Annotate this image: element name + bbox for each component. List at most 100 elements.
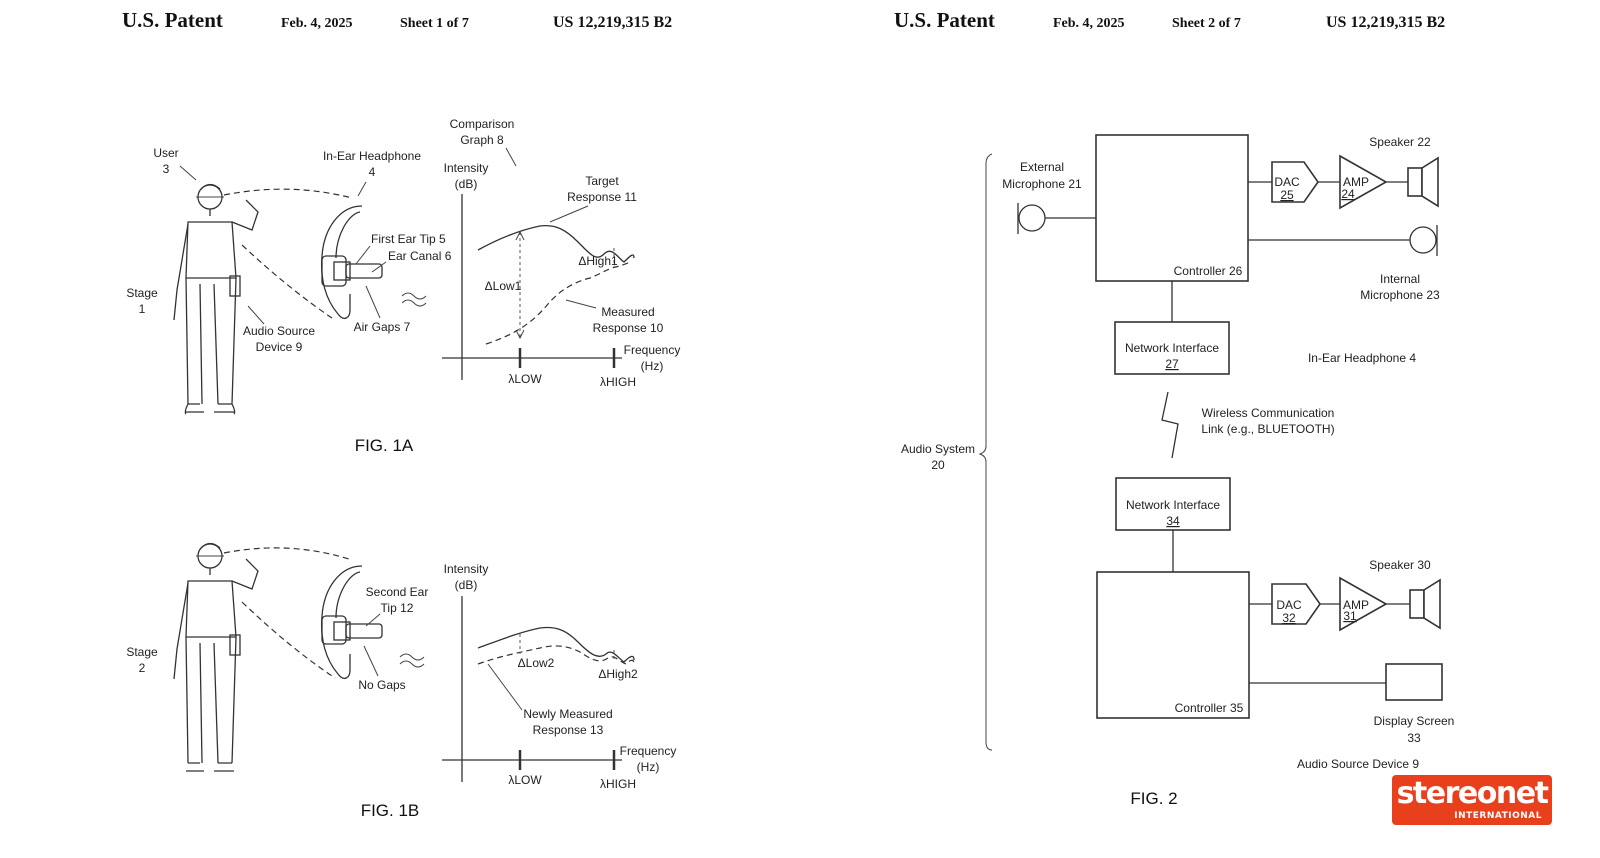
speaker-22-label: Speaker 22: [1369, 135, 1431, 149]
target-label: Target: [585, 174, 619, 188]
newly-measured-number: Response 13: [533, 723, 604, 737]
network-34-label: Network Interface: [1126, 498, 1220, 512]
lambda-low-label: λLOW: [508, 773, 542, 787]
audio-source-label: Audio Source: [243, 324, 315, 338]
controller-26-label: Controller 26: [1174, 264, 1243, 278]
delta-high-label: ΔHigh1: [578, 254, 618, 268]
no-gaps-label: No Gaps: [358, 678, 405, 692]
headphone-number: 4: [369, 165, 376, 179]
lambda-low-label: λLOW: [508, 372, 542, 386]
figure-caption: FIG. 1A: [355, 436, 414, 455]
user-number: 3: [163, 162, 170, 176]
dac-32-number: 32: [1282, 611, 1296, 625]
y-axis-unit: (dB): [455, 578, 478, 592]
y-axis-label: Intensity: [444, 161, 489, 175]
x-axis-unit: (Hz): [637, 760, 660, 774]
target-response-curve: [477, 224, 635, 263]
newly-measured-response-curve: [477, 645, 635, 665]
sheet-number: Sheet 1 of 7: [400, 16, 469, 31]
network-27-label: Network Interface: [1125, 341, 1219, 355]
patent-date: Feb. 4, 2025: [1053, 16, 1125, 31]
ear-canal-label: Ear Canal 6: [388, 249, 452, 263]
figure-1b: Stage 2 Second Ear Tip 12 No Gaps Intens…: [126, 542, 676, 820]
network-34-number: 34: [1166, 514, 1180, 528]
comparison-graph-1a: Intensity (dB) ΔLow1 ΔHigh1 Target Respo…: [442, 161, 680, 389]
sheet1-header: U.S. Patent Feb. 4, 2025 Sheet 1 of 7 US…: [122, 8, 672, 32]
amp-24-block: [1339, 154, 1388, 210]
audio-system-bracket: [978, 153, 993, 751]
y-axis-label: Intensity: [444, 562, 489, 576]
dac-25-number: 25: [1280, 188, 1294, 202]
amp-31-block: [1339, 576, 1388, 632]
stage-label: Stage: [126, 286, 158, 300]
measured-response-curve: [485, 261, 631, 345]
sheet-number: Sheet 2 of 7: [1172, 16, 1241, 31]
stage-number: 1: [139, 302, 146, 316]
source-device-label: Audio Source Device 9: [1297, 757, 1419, 771]
air-gaps-label: Air Gaps 7: [354, 320, 411, 334]
dac-25-label: DAC: [1274, 175, 1300, 189]
lambda-high-label: λHIGH: [600, 375, 636, 389]
target-response-curve: [477, 626, 635, 663]
display-number: 33: [1407, 731, 1421, 745]
dac-25-block: [1271, 161, 1319, 203]
internal-mic-label: Internal: [1380, 272, 1420, 286]
audio-source-number: Device 9: [256, 340, 303, 354]
speaker-30-label: Speaker 30: [1369, 558, 1431, 572]
user-figure-2: [173, 542, 259, 772]
ear-tip-label: First Ear Tip 5: [371, 232, 446, 246]
comparison-graph-1b: Intensity (dB) ΔLow2 ΔHigh2 Newly Measur…: [442, 562, 676, 791]
figure-2: Audio System 20 Controller 26 External M…: [901, 134, 1455, 808]
patent-number: US 12,219,315 B2: [1326, 14, 1445, 31]
amp-31-number: 31: [1343, 609, 1357, 623]
wireless-bolt-icon: [1161, 391, 1179, 459]
delta-high-label: ΔHigh2: [598, 667, 638, 681]
controller-35-box: [1096, 571, 1250, 719]
audio-system-number: 20: [931, 458, 945, 472]
external-mic-number: Microphone 21: [1002, 177, 1082, 191]
ear-tip-label: Second Ear: [366, 585, 429, 599]
external-microphone-icon: [1017, 203, 1096, 234]
display-screen-box: [1385, 663, 1443, 701]
amp-24-number: 24: [1341, 187, 1355, 201]
target-number: Response 11: [567, 190, 637, 204]
headphone-4-label: In-Ear Headphone 4: [1308, 351, 1416, 365]
graph-label: Comparison: [450, 117, 515, 131]
ear-tip-number: Tip 12: [381, 601, 414, 615]
stage-number: 2: [139, 661, 146, 675]
stage-label: Stage: [126, 645, 158, 659]
measured-label: Measured: [601, 305, 654, 319]
figure-1a: User 3 In-Ear Headphone 4 Comparison Gra…: [126, 117, 680, 455]
amp-31-label: AMP: [1343, 598, 1369, 612]
headphone-label: In-Ear Headphone: [323, 149, 421, 163]
x-axis-label: Frequency: [624, 343, 681, 357]
figure-caption: FIG. 1B: [361, 801, 420, 820]
y-axis-unit: (dB): [455, 177, 478, 191]
figure-caption: FIG. 2: [1130, 789, 1177, 808]
dac-32-block: [1271, 583, 1321, 625]
newly-measured-label: Newly Measured: [523, 707, 612, 721]
delta-low-label: ΔLow1: [485, 279, 522, 293]
external-mic-label: External: [1020, 160, 1064, 174]
logo-subtitle: INTERNATIONAL: [1454, 811, 1542, 821]
patent-title: U.S. Patent: [894, 8, 995, 32]
dac-32-label: DAC: [1276, 598, 1302, 612]
patent-title: U.S. Patent: [122, 8, 223, 32]
ear-illustration-2: [320, 565, 383, 679]
controller-26-box: [1095, 134, 1249, 282]
x-axis-label: Frequency: [620, 744, 677, 758]
wireless-label: Wireless Communication: [1202, 406, 1335, 420]
internal-microphone-icon: [1409, 225, 1438, 256]
lambda-high-label: λHIGH: [600, 777, 636, 791]
display-label: Display Screen: [1374, 714, 1455, 728]
speaker-30-icon: [1409, 578, 1441, 630]
network-interface-27-box: [1114, 321, 1230, 375]
graph-number: Graph 8: [460, 133, 504, 147]
user-label: User: [153, 146, 178, 160]
amp-24-label: AMP: [1343, 175, 1369, 189]
stereonet-logo: stereonet INTERNATIONAL: [1392, 775, 1552, 825]
audio-system-label: Audio System: [901, 442, 975, 456]
wireless-detail: Link (e.g., BLUETOOTH): [1201, 422, 1334, 436]
controller-35-label: Controller 35: [1175, 701, 1244, 715]
